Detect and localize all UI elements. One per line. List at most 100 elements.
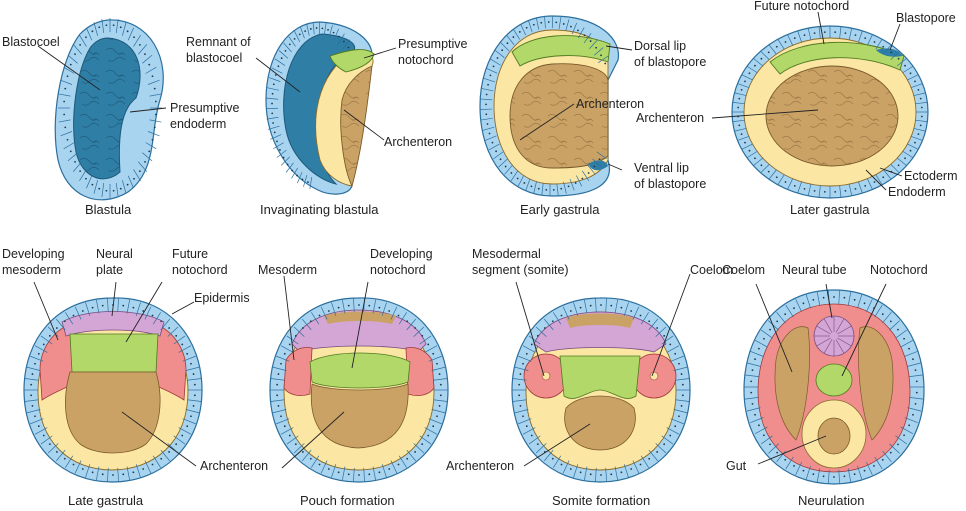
cell-wall: [514, 409, 529, 414]
cell-nucleus: [438, 373, 441, 375]
cell-nucleus: [518, 31, 521, 33]
cell-wall: [807, 28, 812, 40]
cell-nucleus: [153, 87, 156, 90]
cell-nucleus: [813, 189, 816, 192]
cell-nucleus: [863, 469, 866, 472]
cell-nucleus: [55, 327, 58, 329]
cell-nucleus: [294, 443, 297, 446]
cell-wall: [320, 306, 328, 320]
cell-wall: [115, 19, 119, 33]
cell-wall: [911, 136, 923, 141]
cell-wall: [670, 355, 684, 362]
cell-wall: [818, 185, 821, 198]
cell-nucleus: [506, 42, 509, 45]
cell-nucleus: [610, 304, 613, 307]
cell-nucleus: [560, 314, 563, 317]
cell-wall: [915, 119, 928, 122]
label-notochord-8: Notochord: [870, 263, 928, 277]
cell-nucleus: [912, 413, 914, 416]
cell-wall: [301, 449, 312, 462]
cell-nucleus: [337, 35, 340, 38]
cell-wall: [144, 306, 152, 320]
cell-wall: [777, 174, 785, 186]
cell-nucleus: [66, 138, 69, 141]
cell-nucleus: [168, 451, 171, 453]
cell-nucleus: [439, 394, 442, 397]
cell-wall: [272, 366, 287, 371]
cell-nucleus: [91, 306, 94, 309]
cell-nucleus: [518, 394, 521, 397]
cell-wall: [498, 158, 508, 168]
stage-later-gastrula: Future notochord Blastopore Archenteron …: [636, 0, 958, 217]
cell-wall: [173, 435, 186, 445]
cell-nucleus: [903, 434, 905, 437]
cell-wall: [558, 17, 562, 30]
cell-nucleus: [525, 26, 528, 29]
cell-nucleus: [347, 46, 350, 49]
cell-wall: [875, 38, 883, 50]
cell-wall: [122, 180, 127, 194]
cell-nucleus: [48, 443, 51, 446]
stage-blastula: Blastocoel Presumptive endoderm Blastula: [2, 18, 240, 217]
cell-nucleus: [337, 471, 340, 474]
cell-nucleus: [283, 425, 286, 428]
cell-wall: [655, 443, 667, 454]
label-presumptive-2: Presumptive: [398, 37, 468, 51]
cell-wall: [341, 466, 346, 481]
cell-nucleus: [98, 187, 101, 190]
label-of-blastopore-2: of blastopore: [634, 177, 706, 191]
cell-nucleus: [301, 178, 304, 181]
cell-nucleus: [144, 161, 146, 163]
cell-nucleus: [122, 473, 125, 476]
cell-wall: [152, 312, 161, 325]
cell-nucleus: [34, 362, 36, 365]
cell-nucleus: [175, 443, 178, 446]
cell-wall: [857, 294, 863, 309]
cell-nucleus: [914, 141, 916, 144]
cell-nucleus: [784, 41, 787, 43]
cell-nucleus: [822, 475, 825, 478]
cell-nucleus: [579, 471, 582, 474]
cell-wall: [278, 50, 289, 59]
cell-wall: [30, 418, 44, 425]
cell-wall: [138, 161, 148, 172]
cell-nucleus: [81, 468, 84, 470]
cell-nucleus: [491, 141, 494, 144]
cell-nucleus: [523, 182, 526, 184]
cell-nucleus: [318, 463, 321, 466]
cell-wall: [272, 409, 287, 414]
lg-archenteron: [65, 371, 161, 454]
cell-nucleus: [85, 177, 87, 180]
cell-wall: [30, 355, 44, 362]
cell-wall: [544, 16, 546, 29]
cell-nucleus: [812, 473, 815, 476]
cell-nucleus: [589, 473, 592, 476]
cell-nucleus: [63, 100, 66, 103]
cell-nucleus: [530, 185, 533, 188]
cell-nucleus: [31, 373, 34, 375]
cell-wall: [528, 20, 533, 32]
cell-wall: [593, 47, 604, 56]
cell-nucleus: [912, 358, 914, 361]
cell-nucleus: [543, 327, 546, 329]
cell-wall: [67, 152, 78, 162]
cell-wall: [915, 102, 928, 105]
cell-wall: [816, 291, 821, 306]
cell-wall: [270, 378, 285, 381]
cell-wall: [889, 443, 900, 454]
cell-nucleus: [492, 65, 495, 68]
cell-wall: [293, 443, 305, 454]
later-notochord: [769, 41, 905, 75]
cell-nucleus: [301, 327, 304, 329]
cell-wall: [847, 468, 852, 483]
cell-wall: [267, 125, 280, 130]
cell-wall: [592, 158, 602, 168]
cell-nucleus: [760, 57, 763, 60]
cell-wall: [818, 26, 821, 39]
cell-nucleus: [42, 434, 45, 437]
cell-nucleus: [767, 170, 770, 173]
cell-nucleus: [31, 405, 34, 407]
cell-wall: [913, 128, 926, 132]
cell-wall: [760, 329, 773, 339]
cell-wall: [768, 443, 779, 454]
